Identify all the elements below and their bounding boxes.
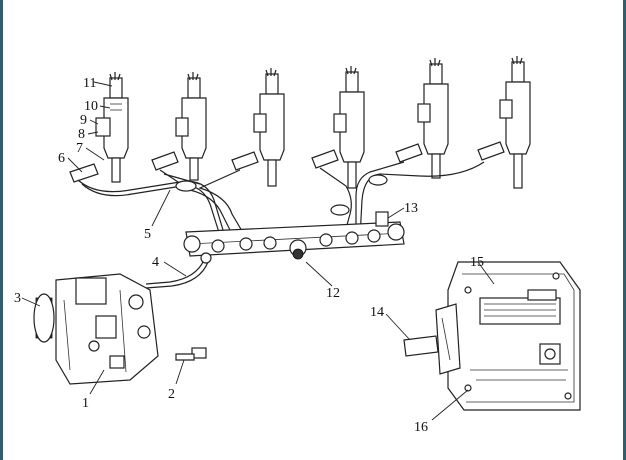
ecu-harness-connector — [403, 303, 461, 375]
injector-4 — [333, 66, 365, 189]
callout-5: 5 — [144, 227, 151, 242]
injector-connectors — [69, 141, 505, 183]
callout-3: 3 — [14, 291, 21, 306]
pump-to-rail-pipe — [145, 252, 212, 289]
injector-5 — [417, 58, 449, 179]
callout-8: 8 — [78, 127, 85, 142]
callout-labels: 11 10 9 8 7 6 5 4 3 2 1 12 13 14 15 16 — [14, 76, 484, 435]
callout-12: 12 — [326, 286, 340, 301]
high-pressure-pipes — [77, 161, 485, 249]
callout-11: 11 — [83, 76, 96, 91]
frame-border-left — [0, 0, 3, 460]
injector-1 — [95, 72, 129, 183]
injector-6 — [499, 56, 531, 189]
callout-leaders — [21, 81, 495, 421]
frame-border-right — [623, 0, 626, 460]
bolt — [175, 347, 207, 361]
callout-1: 1 — [82, 396, 89, 411]
callout-7: 7 — [76, 141, 83, 156]
callout-4: 4 — [152, 255, 159, 270]
callout-15: 15 — [470, 255, 484, 270]
ecu — [447, 261, 581, 411]
high-pressure-pump — [33, 273, 159, 385]
callout-9: 9 — [80, 113, 87, 128]
callout-6: 6 — [58, 151, 65, 166]
callout-2: 2 — [168, 387, 175, 402]
injector-3 — [253, 68, 285, 187]
common-rail — [183, 211, 405, 260]
callout-14: 14 — [370, 305, 384, 320]
callout-10: 10 — [84, 99, 98, 114]
callout-13: 13 — [404, 201, 418, 216]
callout-16: 16 — [414, 420, 428, 435]
injector-2 — [175, 72, 207, 181]
